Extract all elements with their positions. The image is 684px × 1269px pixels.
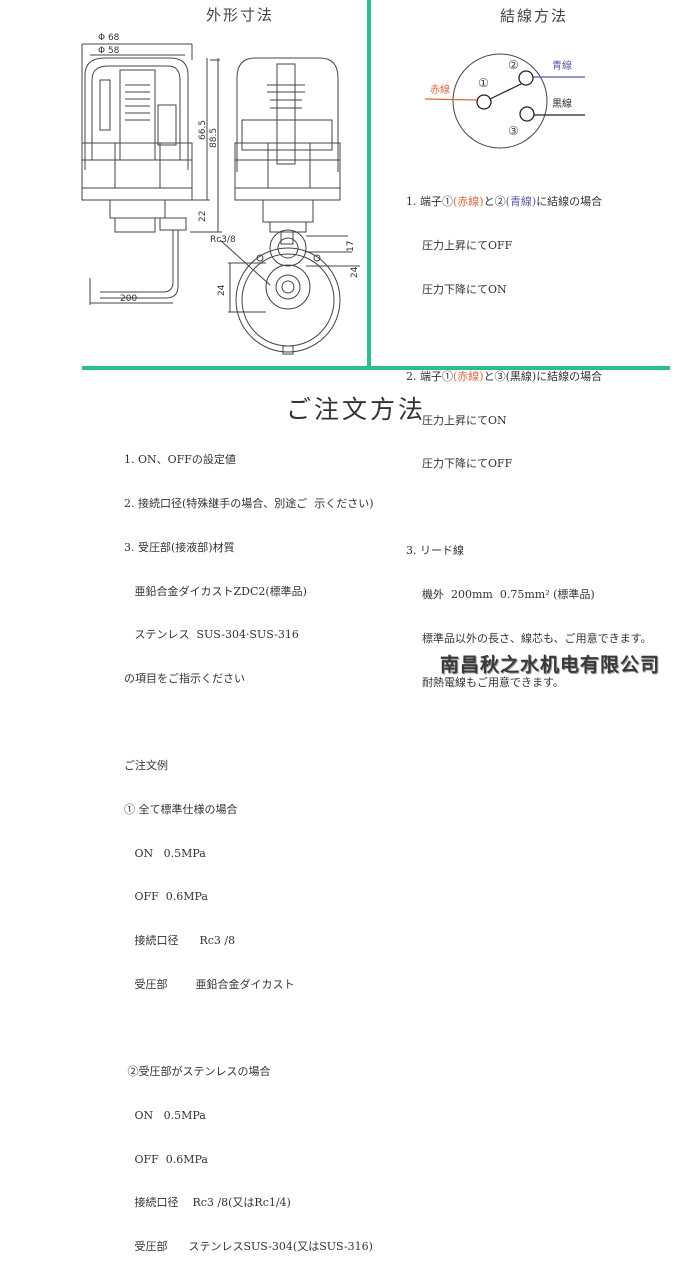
note-line: 2. 端子①(赤線)と③(黒線)に結線の場合: [406, 369, 603, 383]
example-title: ご注文例: [124, 759, 168, 773]
dim-17: 17: [346, 241, 356, 252]
bottom-view: Rc3/8 17 24 24: [210, 229, 360, 355]
dim-200: 200: [120, 294, 137, 304]
label-t2: ②: [508, 58, 519, 72]
terminal-2: [518, 70, 534, 86]
front-view: Φ 68 Φ 58 66.5 88.5 22 200: [81, 33, 222, 305]
vertical-divider: [367, 0, 371, 368]
switch-contact: [489, 83, 522, 100]
label-t1: ①: [478, 76, 489, 90]
dim-rc3-8: Rc3/8: [210, 235, 236, 245]
label-red-wire: 赤線: [430, 83, 450, 96]
note-line: 圧力下降にてON: [422, 282, 507, 296]
dim-22: 22: [198, 211, 208, 222]
terminal-1: [476, 94, 492, 110]
dim-88-5: 88.5: [209, 128, 219, 148]
red-wire: [424, 98, 478, 101]
label-black-wire: 黒線: [552, 97, 572, 110]
dim-66-5: 66.5: [198, 120, 208, 140]
note-line: 圧力下降にてOFF: [422, 457, 513, 471]
label-t3: ③: [508, 124, 519, 138]
dim-phi58: Φ 58: [98, 46, 120, 56]
note-line: 耐熱電線もご用意できます。: [422, 675, 564, 689]
outline-drawing: Φ 68 Φ 58 66.5 88.5 22 200 Rc3/8 17 24 2…: [81, 33, 360, 355]
dim-24-right: 24: [350, 266, 360, 278]
side-view: [234, 57, 341, 245]
dim-24-left: 24: [217, 284, 227, 296]
terminal-3: [519, 106, 535, 122]
watermark: 南昌秋之水机电有限公司: [440, 654, 661, 676]
wiring-diagram: ① ② ③ 赤線 青線 黒線: [424, 53, 585, 149]
dim-phi68: Φ 68: [98, 33, 120, 43]
note-line: 標準品以外の長さ、線芯も、ご用意できます。: [422, 631, 652, 645]
note-line: 圧力上昇にてOFF: [422, 238, 513, 252]
horizontal-divider: [82, 366, 670, 370]
outline-title: 外形寸法: [206, 6, 275, 24]
wiring-notes: 1. 端子①(赤線)と②(青線)に結線の場合 圧力上昇にてOFF 圧力下降にてO…: [406, 166, 652, 705]
label-blue-wire: 青線: [552, 59, 572, 72]
wiring-title: 結線方法: [500, 7, 569, 25]
order-title: ご注文方法: [286, 395, 427, 424]
note-line: 機外 200mm 0.75mm² (標準品): [422, 588, 595, 602]
note-line: 圧力上昇にてON: [422, 413, 507, 427]
note-line: 3. リード線: [406, 544, 464, 558]
order-items: 1. ON、OFFの設定値 2. 接続口径(特殊継手の場合、別途ご 示ください)…: [124, 453, 374, 1254]
note-line: 1. 端子①(赤線)と②(青線)に結線の場合: [406, 195, 603, 209]
